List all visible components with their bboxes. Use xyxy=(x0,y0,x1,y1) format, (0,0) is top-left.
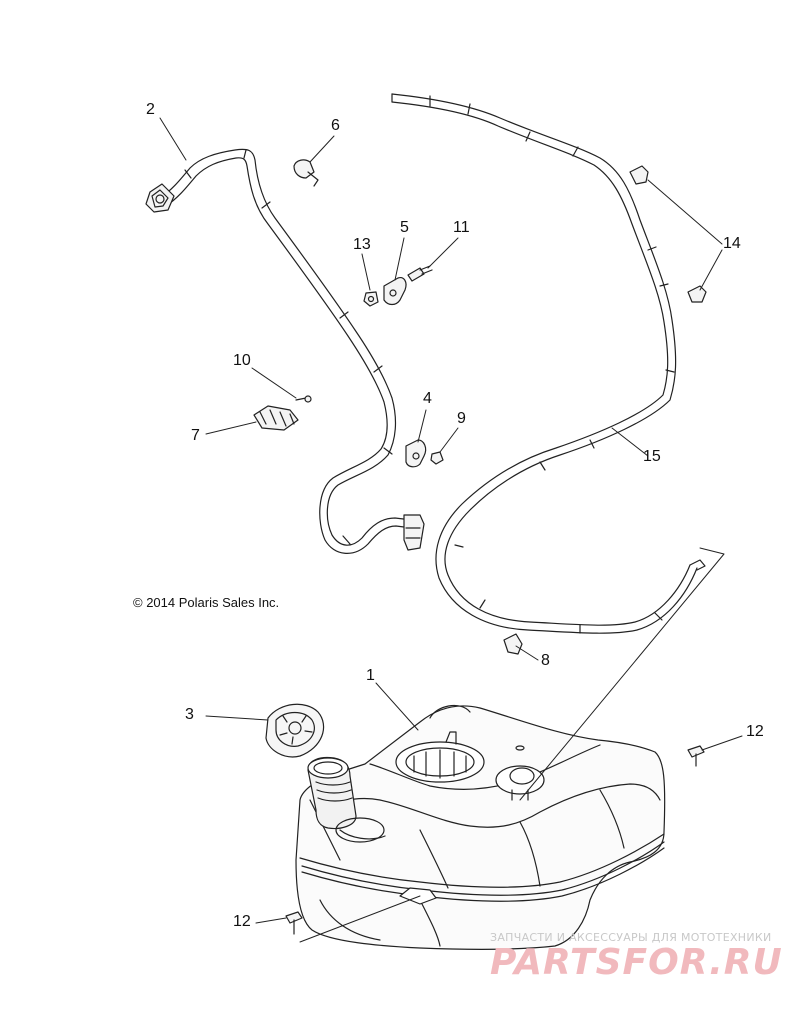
screw-12 xyxy=(285,745,705,935)
callout-6: 6 xyxy=(331,117,340,134)
leader-7 xyxy=(205,421,257,435)
leader-8 xyxy=(515,645,539,661)
leader-11 xyxy=(427,237,459,269)
leader-9 xyxy=(439,427,459,453)
callout-4: 4 xyxy=(423,390,432,407)
hose-clip-14 xyxy=(629,165,707,303)
callout-8: 8 xyxy=(541,652,550,669)
leader-2 xyxy=(159,117,187,161)
multi-clip-7 xyxy=(253,405,299,431)
p-clamp-5 xyxy=(383,277,407,306)
fuel-tank xyxy=(295,704,666,950)
callout-5: 5 xyxy=(400,219,409,236)
callout-3: 3 xyxy=(185,706,194,723)
nut-13 xyxy=(363,291,379,307)
fuel-line-hose xyxy=(159,148,413,554)
push-pin-10 xyxy=(295,395,312,403)
callout-13: 13 xyxy=(353,236,371,253)
callout-12a: 12 xyxy=(746,723,764,740)
watermark-logo: PARTSFOR.RU xyxy=(490,942,783,983)
leader-3 xyxy=(205,715,269,721)
leader-valve xyxy=(519,547,725,801)
callout-11: 11 xyxy=(453,219,470,236)
callout-2: 2 xyxy=(146,101,155,118)
leader-6 xyxy=(309,135,335,163)
hose-clip-8 xyxy=(503,633,523,655)
copyright-notice: © 2014 Polaris Sales Inc. xyxy=(133,595,280,610)
callout-12b: 12 xyxy=(233,913,251,930)
callout-14: 14 xyxy=(723,235,741,252)
nut-9 xyxy=(430,451,444,465)
leader-lines xyxy=(159,117,743,943)
callout-15: 15 xyxy=(643,448,661,465)
hose-end-fitting xyxy=(403,514,425,551)
watermark-tagline: ЗАПЧАСТИ И АКСЕССУАРЫ ДЛЯ МОТОТЕХНИКИ xyxy=(490,931,772,944)
leader-12b xyxy=(255,917,287,924)
hose-clip-6 xyxy=(293,159,319,187)
callout-1: 1 xyxy=(366,667,375,684)
leader-12a xyxy=(701,735,743,751)
leader-14a xyxy=(647,179,723,245)
leader-5 xyxy=(394,237,405,281)
bolt-11 xyxy=(407,265,433,282)
callout-10: 10 xyxy=(233,352,251,369)
leader-13 xyxy=(361,253,371,291)
vent-hose xyxy=(391,93,706,634)
leader-strap xyxy=(299,895,421,943)
leader-14b xyxy=(699,249,723,291)
quick-connector xyxy=(145,183,175,213)
fuel-cap xyxy=(265,703,325,758)
leader-1 xyxy=(375,682,419,731)
leader-15 xyxy=(611,427,649,457)
callout-9: 9 xyxy=(457,410,466,427)
leader-10 xyxy=(251,367,297,399)
p-clamp-4 xyxy=(405,439,427,468)
callout-7: 7 xyxy=(191,427,200,444)
leader-4 xyxy=(417,409,427,443)
